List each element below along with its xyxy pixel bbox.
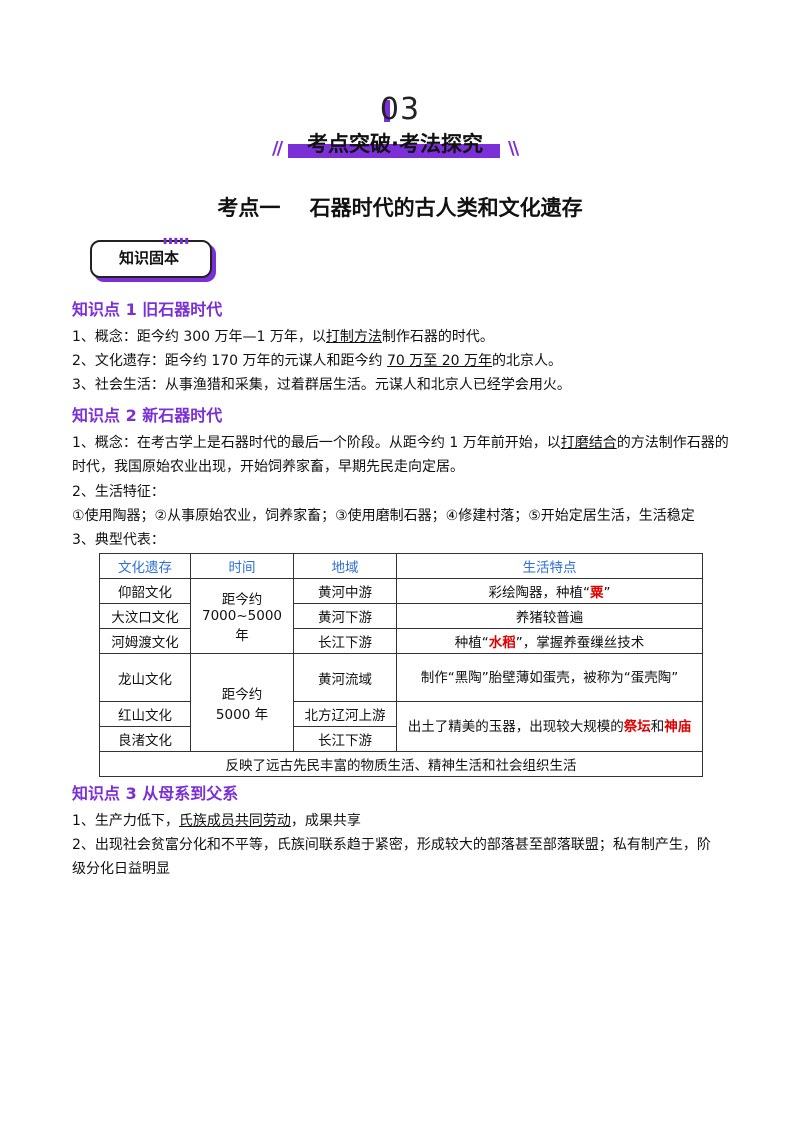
kp2-line1: 1、概念：在考古学上是石器时代的最后一个阶段。从距今约 1 万年前开始，以打磨结… xyxy=(72,435,729,451)
culture-table: 文化遗存 时间 地域 生活特点 仰韶文化 距今约 7000~5000 年 黄河中… xyxy=(99,553,703,777)
page-title: 考点一 石器时代的古人类和文化遗存 xyxy=(217,196,583,220)
time1-line2: 7000~5000 年 xyxy=(201,608,283,644)
cell-culture: 良渚文化 xyxy=(99,726,191,752)
badge-dots-icon: ▮▮▮▮▮ xyxy=(163,236,191,245)
cell-region: 长江下游 xyxy=(293,628,397,654)
kp2-line2: 2、生活特征： xyxy=(72,484,165,500)
kp3-title: 知识点 3 从母系到父系 xyxy=(72,784,239,803)
cell-features: 彩绘陶器，种植“粟” xyxy=(396,578,703,604)
cell-culture: 河姆渡文化 xyxy=(99,628,191,654)
section-banner-title: 考点突破·考法探究 xyxy=(307,132,483,156)
kp2-line1-cont: 时代，我国原始农业出现，开始饲养家畜，早期先民走向定居。 xyxy=(72,459,464,475)
knowledge-badge xyxy=(90,240,212,278)
cell-culture: 红山文化 xyxy=(99,701,191,727)
time2-line1: 距今约 xyxy=(221,686,263,703)
cell-region: 长江下游 xyxy=(293,726,397,752)
table-row: 大汶口文化 黄河下游 养猪较普遍 xyxy=(99,603,703,629)
right-slashes-icon: \\ xyxy=(508,138,519,159)
section-number-accent xyxy=(384,100,390,122)
cell-features: 出土了精美的玉器，出现较大规模的祭坛和神庙 xyxy=(396,701,703,752)
left-slashes-icon: // xyxy=(272,138,283,159)
cell-features: 种植“水稻”，掌握养蚕缫丝技术 xyxy=(396,628,703,654)
cell-features: 制作“黑陶”胎壁薄如蛋壳，被称为“蛋壳陶” xyxy=(396,653,703,702)
cell-features: 养猪较普遍 xyxy=(396,603,703,629)
table-footer-row: 反映了远古先民丰富的物质生活、精神生活和社会组织生活 xyxy=(99,751,703,777)
cell-culture: 大汶口文化 xyxy=(99,603,191,629)
kp3-line3: 级分化日益明显 xyxy=(72,861,170,877)
table-row: 河姆渡文化 长江下游 种植“水稻”，掌握养蚕缫丝技术 xyxy=(99,628,703,654)
time2-line2: 5000 年 xyxy=(215,706,269,723)
kp2-line3: ①使用陶器；②从事原始农业，饲养家畜；③使用磨制石器；④修建村落；⑤开始定居生活… xyxy=(72,508,695,524)
kp1-title: 知识点 1 旧石器时代 xyxy=(72,300,223,319)
col-header-features: 生活特点 xyxy=(396,553,703,579)
cell-region: 黄河流域 xyxy=(293,653,397,702)
table-header-row: 文化遗存 时间 地域 生活特点 xyxy=(99,553,703,579)
kp2-title: 知识点 2 新石器时代 xyxy=(72,406,223,425)
kp3-line1: 1、生产力低下，氏族成员共同劳动，成果共享 xyxy=(72,813,361,829)
kp1-line2: 2、文化遗存：距今约 170 万年的元谋人和距今约 70 万至 20 万年的北京… xyxy=(72,353,562,369)
kp2-line4: 3、典型代表： xyxy=(72,532,165,548)
section-banner-highlight xyxy=(288,144,500,158)
kp3-line2: 2、出现社会贫富分化和不平等，氏族间联系趋于紧密，形成较大的部落甚至部落联盟；私… xyxy=(72,837,711,853)
table-row: 仰韶文化 距今约 7000~5000 年 黄河中游 彩绘陶器，种植“粟” xyxy=(99,578,703,654)
time1-line1: 距今约 xyxy=(221,592,263,608)
cell-region: 北方辽河上游 xyxy=(293,701,397,727)
col-header-region: 地域 xyxy=(293,553,397,579)
cell-region: 黄河中游 xyxy=(293,578,397,604)
table-row: 良渚文化 长江下游 xyxy=(99,726,703,752)
knowledge-badge-label: 知识固本 xyxy=(118,249,179,267)
kp1-line1: 1、概念：距今约 300 万年—1 万年，以打制方法制作石器的时代。 xyxy=(72,329,494,345)
cell-time-group1: 距今约 7000~5000 年 xyxy=(190,578,294,654)
col-header-time: 时间 xyxy=(190,553,294,579)
cell-region: 黄河下游 xyxy=(293,603,397,629)
table-row: 龙山文化 距今约 5000 年 黄河流域 制作“黑陶”胎壁薄如蛋壳，被称为“蛋壳… xyxy=(99,653,703,752)
cell-culture: 龙山文化 xyxy=(99,653,191,702)
section-number: 03 xyxy=(379,92,421,127)
cell-culture: 仰韶文化 xyxy=(99,578,191,604)
cell-time-group2: 距今约 5000 年 xyxy=(190,653,294,752)
col-header-culture: 文化遗存 xyxy=(99,553,191,579)
cell-summary: 反映了远古先民丰富的物质生活、精神生活和社会组织生活 xyxy=(99,751,703,777)
kp1-line3: 3、社会生活：从事渔猎和采集，过着群居生活。元谋人和北京人已经学会用火。 xyxy=(72,377,571,393)
table-row: 红山文化 北方辽河上游 出土了精美的玉器，出现较大规模的祭坛和神庙 xyxy=(99,701,703,752)
